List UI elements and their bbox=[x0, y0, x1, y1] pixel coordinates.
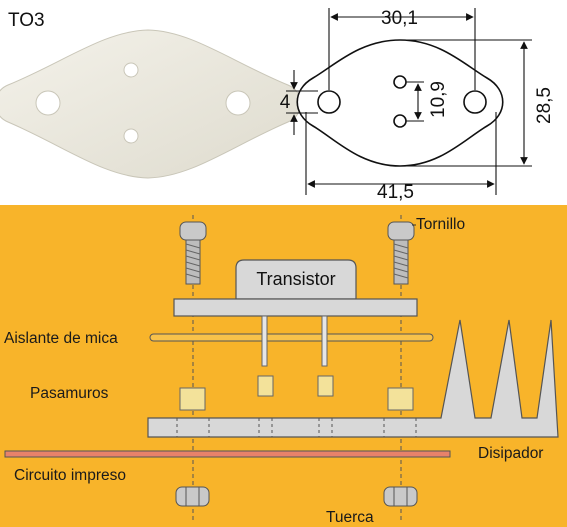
dimension-lines bbox=[286, 8, 532, 195]
screw-right bbox=[387, 221, 415, 285]
package-title: TO3 bbox=[8, 10, 45, 31]
dim-height: 28,5 bbox=[534, 87, 555, 124]
screw-left bbox=[179, 221, 207, 285]
dim-width: 41,5 bbox=[377, 182, 414, 203]
pcb-board bbox=[4, 450, 451, 458]
assembly-section: Tornillo Transistor Aislante de mica Pas… bbox=[0, 205, 567, 527]
assembly-background bbox=[0, 205, 567, 527]
top-section: TO3 bbox=[0, 8, 555, 203]
label-heatsink: Disipador bbox=[478, 445, 543, 462]
transistor-body bbox=[173, 259, 418, 317]
label-mica: Aislante de mica bbox=[4, 330, 118, 347]
label-transistor: Transistor bbox=[256, 269, 335, 289]
grommets bbox=[179, 375, 414, 411]
heatsink bbox=[147, 319, 559, 438]
label-screw: Tornillo bbox=[416, 216, 465, 233]
label-nut: Tuerca bbox=[326, 509, 374, 526]
dim-hole-offset: 4 bbox=[280, 92, 291, 113]
label-grommet: Pasamuros bbox=[30, 385, 109, 402]
dim-pin-spacing: 10,9 bbox=[428, 81, 449, 118]
nuts bbox=[175, 486, 418, 507]
mica-insulator bbox=[149, 333, 434, 342]
dimension-drawing bbox=[296, 39, 504, 167]
transistor-leads bbox=[261, 315, 328, 367]
label-pcb: Circuito impreso bbox=[14, 467, 126, 484]
dim-pitch: 30,1 bbox=[381, 8, 418, 29]
mica-washer-photo bbox=[0, 29, 302, 179]
